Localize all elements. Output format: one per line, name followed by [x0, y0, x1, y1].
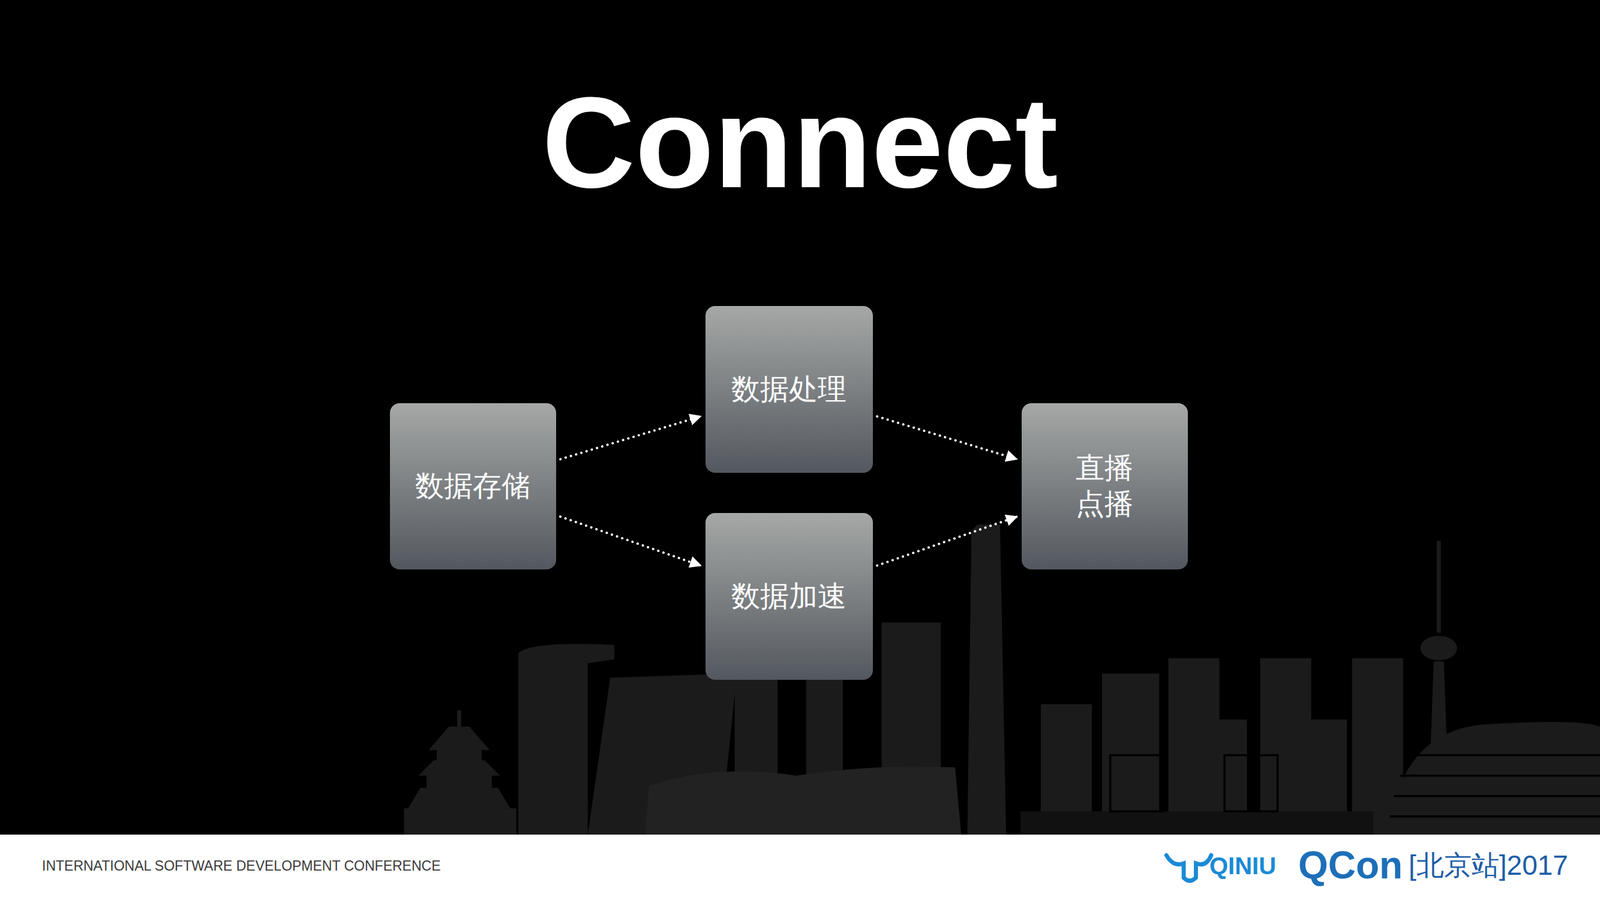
- slide-title: Connect: [0, 77, 1600, 207]
- conference-logo-text: QCon: [1298, 843, 1403, 888]
- dotted-arrow: [560, 416, 701, 459]
- box-label: 数据处理: [731, 371, 847, 408]
- process-box: 直播 点播: [1021, 403, 1188, 570]
- process-box: 数据存储: [389, 403, 557, 570]
- dotted-arrow: [560, 516, 701, 566]
- sponsor-logo-text: QINIU: [1209, 851, 1277, 880]
- footer-note: INTERNATIONAL SOFTWARE DEVELOPMENT CONFE…: [41, 857, 441, 874]
- skyline: [404, 524, 1600, 835]
- footer-bar: [0, 834, 1600, 900]
- box-label: 直播 点播: [1071, 449, 1138, 522]
- dotted-arrow: [877, 416, 1017, 459]
- qiniu-logo-icon: [1166, 854, 1212, 881]
- process-box: 数据加速: [705, 512, 873, 680]
- edition-text: [北京站]2017: [1408, 849, 1569, 882]
- box-label: 数据存储: [415, 467, 531, 504]
- dotted-arrow: [877, 516, 1017, 566]
- box-label: 数据加速: [731, 578, 847, 615]
- process-box: 数据处理: [705, 305, 873, 473]
